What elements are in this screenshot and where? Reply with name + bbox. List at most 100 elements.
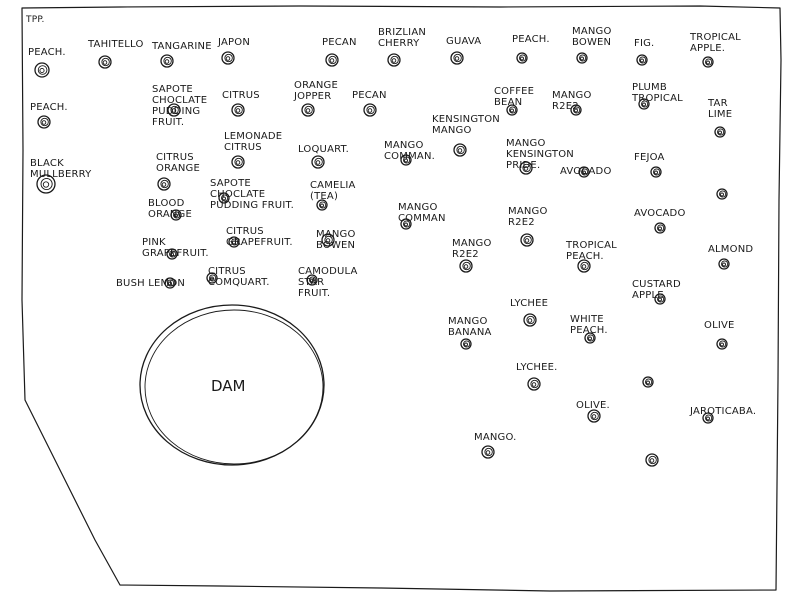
tree-label-line: CHERRY [378,38,420,49]
tree-label-line: BLOOD [148,198,185,209]
tree-marker [638,98,650,110]
tree-label: LOQUART. [298,144,349,155]
tree-label: PEACH. [30,102,68,113]
tree-label-line: MANGO [316,229,356,240]
tree-marker [654,293,666,305]
tree-marker [702,412,714,424]
tree-55 [645,453,659,467]
tree-label: PECAN [352,90,387,101]
tree-label: GUAVA [446,36,481,47]
tree-label: FEJOA [634,152,665,163]
tree-52: OLIVE. [576,400,610,423]
tree-label-line: MANGO [552,90,592,101]
tree-label-line: PEACH. [28,47,66,58]
tree-0: PEACH. [28,47,66,78]
tree-marker [231,103,245,117]
tree-marker [228,236,240,248]
tree-7: PEACH. [512,34,550,64]
tree-marker [577,259,591,273]
tree-label-line: TAHITELLO [87,39,144,50]
tree-label-line: FEJOA [634,152,665,163]
tree-label-line: MANGO [452,238,492,249]
tree-label-line: AVOCADO [560,166,612,177]
tree-label-line: BANANA [448,327,492,338]
tree-marker [206,272,218,284]
tree-marker [387,53,401,67]
tree-marker [316,199,328,211]
tree-marker [218,192,230,204]
tree-label: TANGARINE [151,41,212,52]
tree-label-line: PINK [142,237,166,248]
tree-label-line: MANGO [432,125,472,136]
tree-marker [716,188,728,200]
tree-label-line: ORANGE [294,80,338,91]
tree-22: LOQUART. [298,144,349,169]
tree-label-line: CITRUS [224,142,262,153]
tree-label-line: MANGO [508,206,548,217]
tree-label-line: APPLE [632,290,664,301]
tree-label: OLIVE [704,320,735,331]
dam: DAM [139,304,325,466]
tree-4: PECAN [322,37,357,67]
tree-marker [157,177,171,191]
tree-marker [516,52,528,64]
tree-label-line: CAMELIA [310,180,356,191]
tree-label-line: MANGO [398,202,438,213]
tree-label-line: FRUIT. [152,117,184,128]
tree-marker [400,154,412,166]
tree-label: AVOCADO [560,166,612,177]
tree-label-line: PUDDING FRUIT. [210,200,294,211]
tree-label-line: JOPPER [293,91,331,102]
tree-label-line: COFFEE [494,86,534,97]
tree-label-line: (TEA) [310,191,338,202]
tree-label-line: PRIDE. [506,160,540,171]
tree-marker [718,258,730,270]
tree-35: AVOCADO [634,208,685,234]
tree-label-line: PECAN [322,37,357,48]
tree-label-line: JAROTICABA. [689,406,756,417]
tree-label-line: KENSINGTON [432,114,500,125]
tree-marker [460,338,472,350]
tree-label-line: CHOCLATE [152,95,207,106]
tree-label-line: COMMAN [398,213,446,224]
tree-marker [587,409,601,423]
tree-label-line: BOWEN [572,37,611,48]
tree-label: PECAN [322,37,357,48]
tree-marker [311,155,325,169]
tree-marker [321,233,335,247]
tree-marker [527,377,541,391]
tree-label-line: OLIVE. [576,400,610,411]
tree-label-line: PECAN [352,90,387,101]
tree-label-line: FIG. [634,38,654,49]
tree-label-line: PLUMB [632,82,667,93]
corner-label: TPP. [25,15,45,25]
tree-marker [325,53,339,67]
tree-1: TAHITELLO [87,39,144,69]
